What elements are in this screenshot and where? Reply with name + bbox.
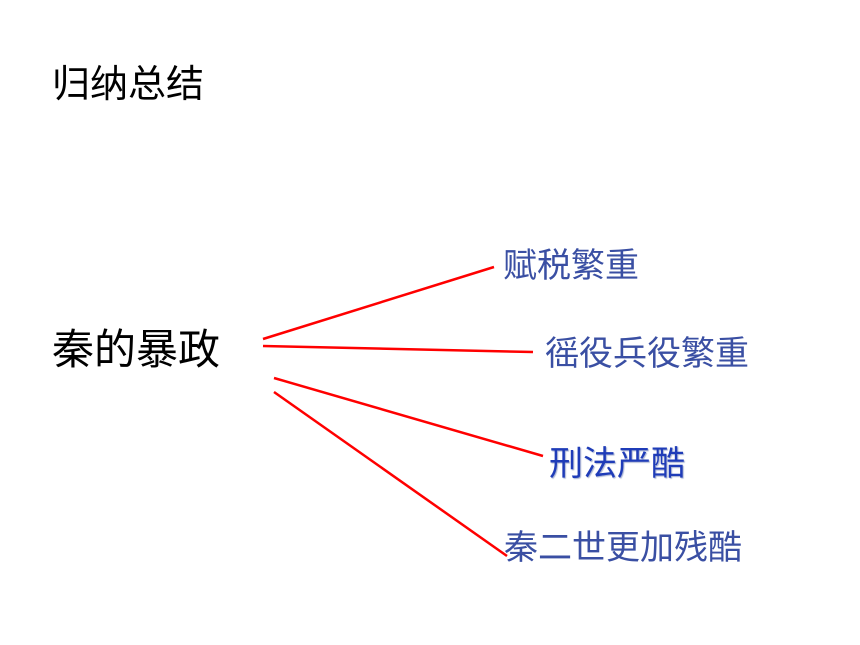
branch-node-1: 赋税繁重 bbox=[503, 246, 639, 286]
branch-node-3: 刑法严酷 bbox=[549, 444, 685, 484]
connector-line-3 bbox=[273, 376, 544, 458]
slide-title: 归纳总结 bbox=[52, 62, 205, 106]
root-node-label: 秦的暴政 bbox=[52, 325, 221, 374]
branch-node-4: 秦二世更加残酷 bbox=[504, 528, 742, 568]
connector-line-1 bbox=[262, 265, 495, 341]
branch-node-2: 徭役兵役繁重 bbox=[545, 334, 749, 374]
connector-line-4 bbox=[273, 390, 508, 558]
connector-line-2 bbox=[262, 344, 534, 354]
